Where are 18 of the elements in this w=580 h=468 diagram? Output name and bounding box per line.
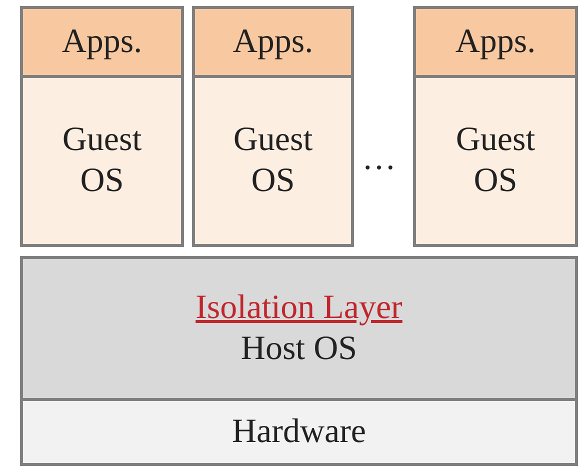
ellipsis-label: … (362, 140, 396, 178)
layer-label: Guest OS (454, 120, 536, 201)
layer-label: Hardware (232, 412, 366, 452)
guest-os-box (413, 75, 578, 247)
guest-os-box (20, 75, 184, 247)
layer-label: Apps. (62, 22, 142, 62)
layer-label: Guest OS (232, 120, 314, 201)
layer-label: Apps. (232, 22, 314, 62)
isolation-layer-title: Isolation Layer (196, 288, 402, 328)
layer-label: Guest OS (61, 120, 143, 201)
guest-os-box (192, 75, 354, 247)
apps-box (413, 6, 578, 78)
apps-box (20, 6, 184, 78)
host-os-layer (20, 256, 578, 401)
apps-box (192, 6, 354, 78)
host-os-label: Host OS (240, 328, 358, 368)
hardware-layer (20, 398, 578, 466)
layer-label: Apps. (455, 22, 536, 62)
